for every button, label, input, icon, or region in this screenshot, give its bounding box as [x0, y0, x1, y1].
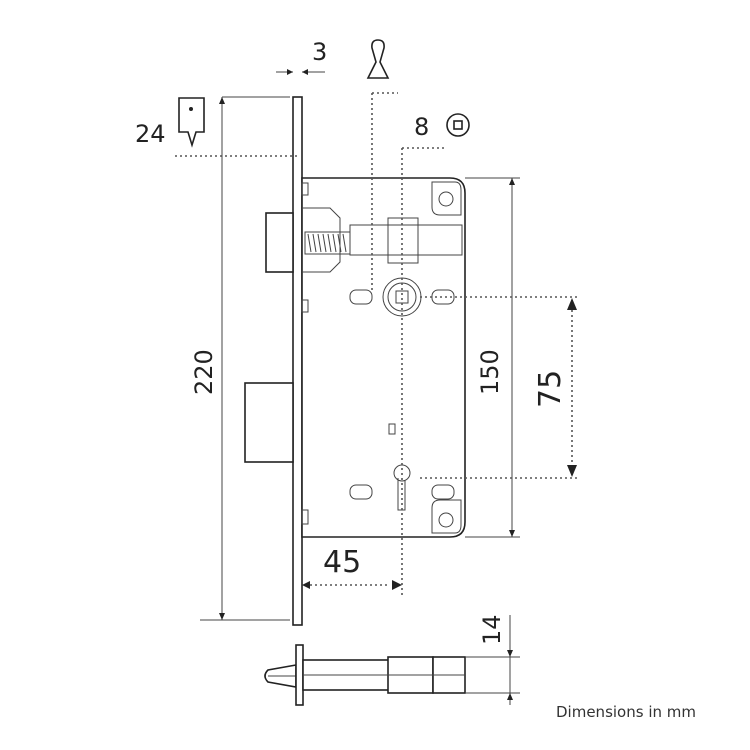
dim-case-height: 150 — [476, 349, 504, 395]
dim-spindle: 14 — [478, 614, 506, 645]
lock-case — [301, 177, 466, 538]
mounting-hole — [438, 512, 454, 528]
strike-icon — [178, 97, 205, 148]
dim-backset: 45 — [323, 545, 361, 580]
spindle-part — [264, 644, 466, 706]
dim-spindle-to-key: 75 — [533, 370, 568, 408]
faceplate — [292, 96, 303, 626]
deadbolt — [244, 382, 294, 463]
mounting-hole — [438, 191, 454, 207]
dim-total-height: 220 — [190, 349, 218, 395]
latch-bolt — [265, 212, 294, 273]
square-spindle-icon — [446, 113, 470, 137]
dim-backset-top: 24 — [135, 120, 166, 148]
dim-spindle-square: 8 — [414, 113, 429, 141]
units-note: Dimensions in mm — [556, 703, 696, 721]
dim-thickness: 3 — [312, 38, 327, 66]
keyhole-icon — [366, 39, 390, 79]
